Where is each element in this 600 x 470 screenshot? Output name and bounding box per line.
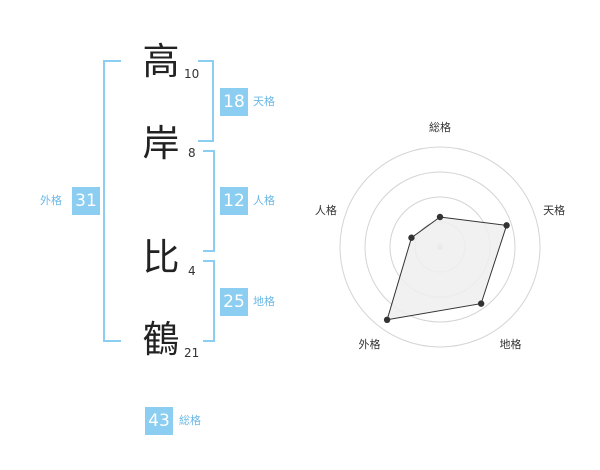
radar-axis-label-3: 地格: [500, 337, 522, 351]
radar-point-5: [408, 234, 415, 241]
jinkaku-label: 人格: [253, 194, 275, 207]
chikaku-bracket: [203, 260, 215, 342]
jinkaku-bracket: [203, 150, 215, 252]
stroke-count-1: 10: [184, 67, 200, 81]
gaikaku-label: 外格: [40, 194, 62, 207]
name-char-1: 高: [142, 40, 180, 83]
tenkaku-value: 18: [220, 88, 248, 116]
radar-points: [383, 213, 510, 324]
chikaku-value: 25: [220, 288, 248, 316]
radar-point-2: [503, 222, 510, 229]
radar-axis-label-2: 天格: [543, 203, 565, 217]
name-char-2: 岸: [142, 122, 180, 165]
name-char-3: 比: [142, 236, 180, 279]
gaikaku-bracket: [103, 60, 121, 342]
chikaku-label: 地格: [253, 295, 275, 308]
radar-axis-label-4: 外格: [359, 337, 381, 351]
radar-point-3: [477, 300, 485, 307]
soukaku-label: 総格: [179, 414, 201, 427]
radar-point-4: [383, 316, 391, 324]
name-char-4: 鶴: [142, 318, 180, 361]
radar-data-polygon: [386, 216, 508, 321]
soukaku-value: 43: [145, 407, 173, 435]
jinkaku-value: 12: [220, 187, 248, 215]
radar-point-1: [436, 213, 444, 221]
radar-axis-label-1: 総格: [429, 120, 451, 134]
stroke-count-4: 21: [184, 346, 200, 360]
stroke-count-2: 8: [188, 146, 196, 160]
radar-axis-label-5: 人格: [315, 203, 337, 217]
stroke-count-3: 4: [188, 264, 196, 278]
tenkaku-label: 天格: [253, 95, 275, 108]
gaikaku-value: 31: [72, 187, 100, 215]
tenkaku-bracket: [198, 60, 214, 142]
